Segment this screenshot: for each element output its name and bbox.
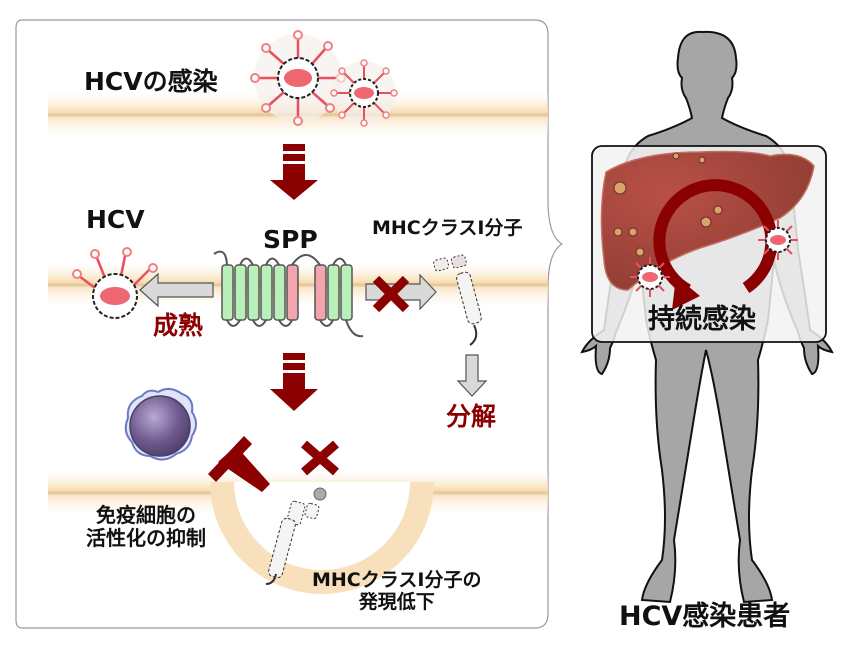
hcv-mature-virus-icon bbox=[72, 247, 158, 319]
immune-cell-icon bbox=[124, 388, 197, 461]
left-panel-frame bbox=[15, 19, 564, 629]
mhc-expression-line-1: MHCクラスI分子の bbox=[312, 569, 482, 591]
persistent-infection-label: 持続感染 bbox=[648, 304, 756, 335]
spp-label: SPP bbox=[263, 225, 318, 254]
infection-label: HCVの感染 bbox=[84, 67, 218, 96]
hcv-label: HCV bbox=[86, 205, 145, 234]
immune-suppression-label: 免疫細胞の 活性化の抑制 bbox=[86, 504, 206, 550]
block-x-icon-2 bbox=[301, 440, 339, 476]
hcv-virus-icon-large bbox=[250, 30, 346, 126]
hcv-virus-icon-small bbox=[330, 59, 398, 127]
degradation-label: 分解 bbox=[446, 402, 497, 431]
mhc-expression-label: MHCクラスI分子の 発現低下 bbox=[312, 569, 482, 614]
mhc-transport-arrow-icon bbox=[365, 273, 437, 311]
down-arrow-icon-2 bbox=[270, 353, 318, 411]
mhc-class-i-label: MHCクラスI分子 bbox=[372, 217, 523, 239]
persistent-cycle-arrow-icon bbox=[653, 179, 778, 296]
spp-protein-icon bbox=[213, 250, 364, 338]
degradation-arrow-icon bbox=[456, 354, 488, 397]
mhc-molecule-lower-icon bbox=[265, 487, 327, 585]
down-arrow-icon-1 bbox=[270, 144, 318, 200]
mhc-expression-line-2: 発現低下 bbox=[358, 590, 435, 613]
inhibition-icon bbox=[208, 436, 270, 492]
immune-suppression-line-2: 活性化の抑制 bbox=[86, 526, 206, 550]
liver-inset bbox=[591, 145, 827, 343]
immune-suppression-line-1: 免疫細胞の bbox=[96, 503, 196, 527]
patient-label: HCV感染患者 bbox=[619, 601, 791, 632]
liver-virus-icon-left bbox=[630, 257, 670, 297]
maturation-arrow-icon bbox=[139, 272, 214, 308]
mhc-molecule-icon bbox=[433, 254, 482, 346]
block-x-icon-1 bbox=[372, 275, 410, 313]
liver-virus-icon-right bbox=[758, 220, 798, 260]
maturation-label: 成熟 bbox=[153, 311, 204, 340]
